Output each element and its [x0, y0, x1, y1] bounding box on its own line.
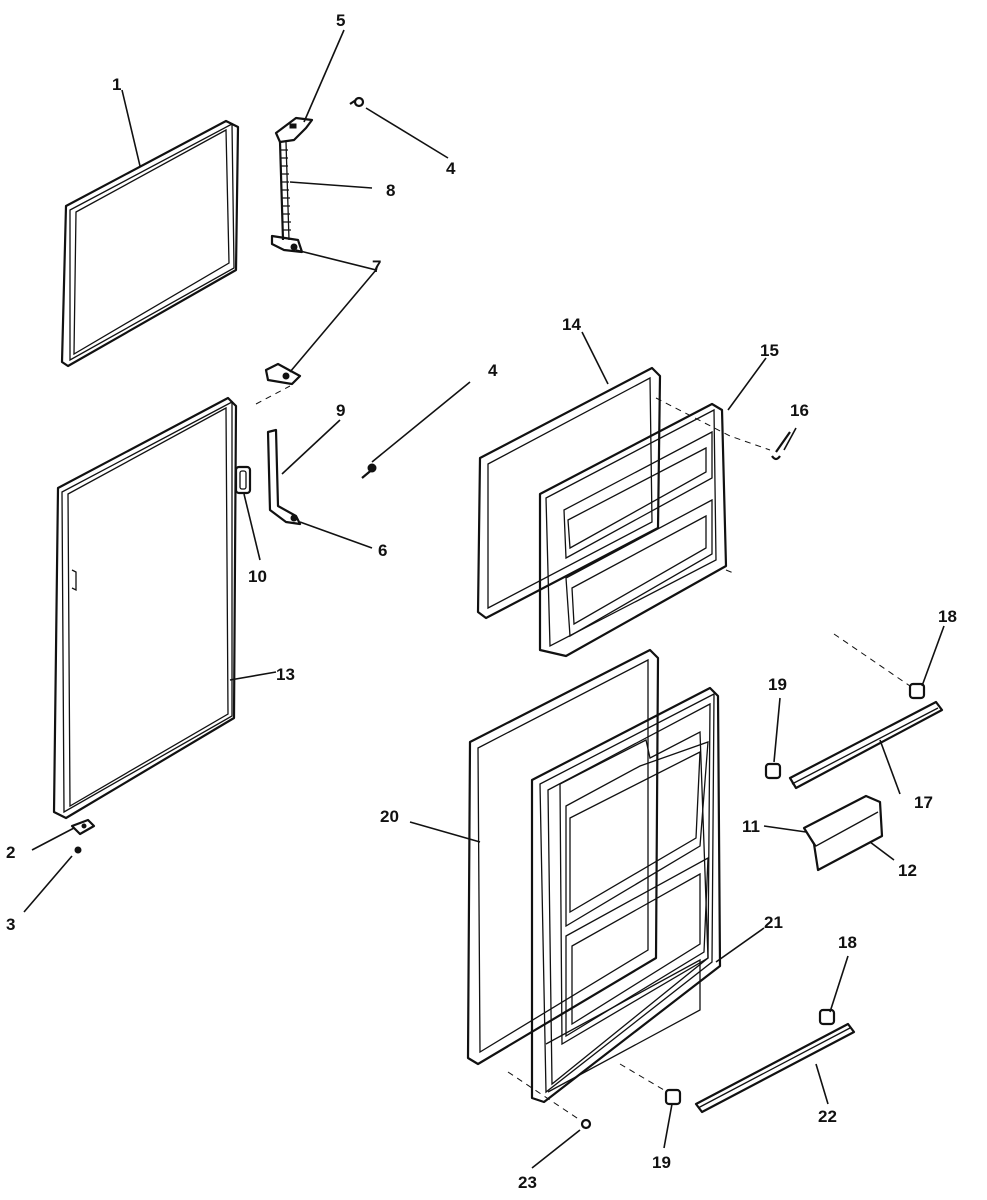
callout-9: 9	[336, 401, 345, 420]
part-4-screw-upper	[349, 96, 365, 108]
leader-lines	[23, 29, 945, 1169]
callout-18-upper: 18	[938, 607, 957, 626]
callout-6: 6	[378, 541, 387, 560]
callout-11: 11	[742, 817, 760, 836]
part-1-upper-gasket	[60, 119, 240, 368]
callout-19-upper: 19	[768, 675, 787, 694]
callout-5: 5	[336, 11, 345, 30]
callout-7: 7	[372, 257, 381, 276]
part-19-end-cap-upper	[764, 762, 782, 780]
callout-22: 22	[818, 1107, 837, 1126]
callout-2: 2	[6, 843, 15, 862]
callout-17: 17	[914, 793, 933, 812]
part-12-handle	[802, 794, 884, 872]
part-14-freezer-gasket	[476, 366, 662, 620]
part-22-lower-trim-strip	[694, 1022, 856, 1114]
callout-14: 14	[562, 315, 581, 334]
part-5-upper-hinge	[274, 116, 314, 144]
callout-12: 12	[898, 861, 917, 880]
callout-4-lower: 4	[488, 361, 498, 380]
part-10-pad	[234, 465, 252, 495]
callout-20: 20	[380, 807, 399, 826]
part-4-screw-lower	[361, 463, 377, 479]
callout-10: 10	[248, 567, 267, 586]
callout-23: 23	[518, 1173, 537, 1192]
callout-4-upper: 4	[446, 159, 456, 178]
part-15-freezer-door	[538, 402, 728, 658]
part-17-upper-trim-strip	[788, 700, 944, 790]
part-23-screw	[580, 1118, 592, 1130]
callout-21: 21	[764, 913, 783, 932]
part-2-bottom-hinge	[70, 818, 96, 836]
part-19-end-cap-lower	[664, 1088, 682, 1106]
part-18-end-cap-upper	[908, 682, 926, 700]
part-8-hinge-rod	[278, 141, 291, 241]
callout-18-lower: 18	[838, 933, 857, 952]
part-16-clip	[771, 431, 791, 461]
callout-3: 3	[6, 915, 15, 934]
part-21-fresh-food-door	[530, 686, 722, 1104]
callout-16: 16	[790, 401, 809, 420]
callout-1: 1	[112, 75, 121, 94]
callout-8: 8	[386, 181, 395, 200]
part-18-end-cap-lower	[818, 1008, 836, 1026]
part-7-hinge-bracket-upper	[270, 234, 304, 254]
part-13-lower-gasket	[52, 396, 238, 820]
part-9-center-hinge	[266, 428, 302, 526]
part-7-hinge-bracket-lower	[264, 362, 302, 386]
callout-13: 13	[276, 665, 295, 684]
part-6-hinge-pin	[290, 514, 298, 522]
callout-labels: 1 5 4 8 7 9 4 6 10 13 2 3 14 15 16 18 19…	[6, 11, 957, 1192]
part-20-fresh-food-gasket	[466, 648, 660, 1066]
callout-15: 15	[760, 341, 779, 360]
part-3-bottom-screw	[74, 846, 82, 854]
callout-19-lower: 19	[652, 1153, 671, 1172]
